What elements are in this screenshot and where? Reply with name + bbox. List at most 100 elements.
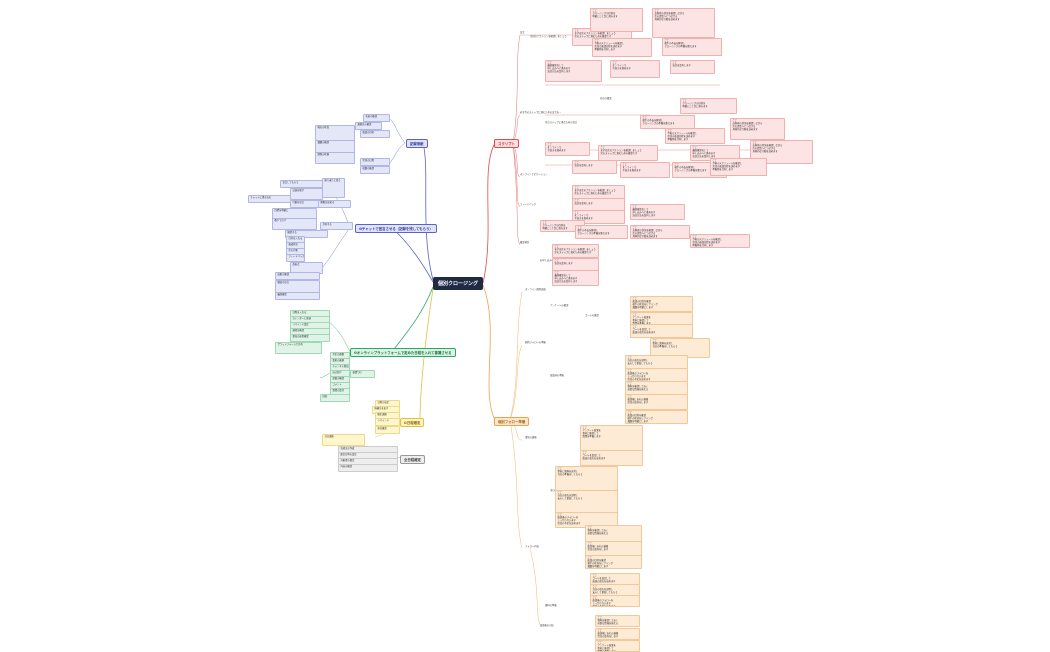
- branch-line-slack: [391, 286, 434, 353]
- slack-item-15: 意識づけ: [350, 370, 375, 378]
- script-note-11: ここ 今後のスケジュールを確認し 次回の面談日程を決めます 準備物を共有します: [665, 128, 725, 144]
- fill-item-3: 面談の目的: [360, 130, 390, 138]
- prep-note-9: ここ 面談の目的を確認 相手の状況をヒアリング 課題を明確にします: [625, 410, 688, 424]
- branch-follow[interactable]: ❹日程確定: [400, 418, 425, 427]
- script-note-9: ここ クロージングの目的を 明確にして次に進みます: [680, 98, 737, 114]
- center-topic[interactable]: 個別クロージング: [433, 277, 483, 290]
- script-note-2: ここ クロージングの目的を 明確にして次に進みます: [590, 8, 643, 32]
- branch-line-script: [482, 142, 496, 284]
- prep-note-7: ここ 資料を確認しておく 必要な情報を揃える: [625, 381, 688, 395]
- script-node-4: オンラインナビゲーション: [520, 173, 548, 176]
- chat-item-18: 最終確認: [275, 292, 320, 300]
- script-node-5: フィードバック: [520, 203, 537, 206]
- script-node-6: 次のステップに進むための宣言: [545, 121, 578, 124]
- prep-note-12: ここ 事前に資料を送付し 当日の準備をしてもらう: [555, 466, 618, 492]
- prep-node-10: 面談後の対応: [540, 624, 554, 627]
- prep-note-5: ここ 当日の流れを説明し 安心して参加してもらう: [625, 355, 688, 369]
- chat-item-6: 期限を決める: [318, 200, 351, 208]
- script-node-8: 確認項目: [520, 241, 530, 244]
- prep-note-23: ここ アンケート結果を 事前に確認して 質問を準備します: [595, 640, 640, 652]
- slack-item-5: 参加の意思確認: [290, 334, 330, 342]
- branch-script[interactable]: スクリプト: [494, 139, 519, 148]
- script-note-18: ここ オンラインで 手続きを進めます: [620, 162, 670, 178]
- prep-node-3: アンケートの確認: [550, 304, 569, 307]
- script-node-3: 必ず次のステップに進むための宣言を...: [520, 111, 562, 114]
- branch-fill[interactable]: 記録用紙: [406, 139, 428, 148]
- prep-node-9: 資料の準備: [545, 604, 557, 607]
- slack-item-14: 回答: [320, 394, 350, 402]
- branch-chat[interactable]: ❷チャットで宣言させる（記録を残してもらう）: [355, 224, 437, 233]
- branch-slack[interactable]: ❸オンラインプラットフォームで定めた日程を入れて意識させる: [350, 348, 456, 357]
- chat-item-10: 確認する: [285, 230, 328, 238]
- script-note-29: ここ まずは次のアクションを確認しましょう 次のステップに進むための確認です: [552, 244, 599, 258]
- script-node-9: お申し込みの案内: [540, 259, 559, 262]
- follow-item-4: リマインド: [375, 418, 400, 426]
- follow-item-5: 前日確認: [375, 426, 400, 434]
- script-note-14: ここ まずは次のアクションを確認しましょう 次のステップに進むための確認です: [598, 145, 658, 161]
- prep-note-22: ここ 面談後にお礼の連絡 次回の案内をします: [595, 628, 640, 640]
- fill-item-4: 現在の状況: [315, 125, 355, 141]
- branch-prep[interactable]: 個別フォロー準備: [494, 417, 530, 426]
- prep-node-8: フォロー内容: [525, 545, 539, 548]
- script-note-20: ここ 今後のスケジュールを確認し 次回の面談日程を決めます 準備物を共有します: [710, 158, 767, 176]
- prep-note-17: ここ 面談の目的を確認 相手の状況をヒアリング 課題を明確にします: [585, 555, 642, 569]
- prep-node-4: ゴールの確認: [585, 314, 599, 317]
- script-note-17: ここ 決済を案内します: [572, 160, 617, 174]
- script-node-1: 宣言: [520, 31, 525, 34]
- prep-note-10: ここ アンケート結果を 事前に確認して 質問を準備します: [580, 425, 643, 453]
- prep-note-8: ここ 面談後にお礼の連絡 次回の案内をします: [625, 394, 688, 410]
- slack-item-6: プラットフォームで共有: [275, 342, 322, 354]
- prep-note-6: ここ 面談後のフォローを しっかり行います 次回の予定を決めます: [625, 368, 688, 382]
- script-note-12: ここ お客様の状況を確認しながら 次の提案へとつなげる 具体的な行動を決めます: [730, 118, 785, 140]
- script-note-4: ここ 今後のスケジュールを確認し 次回の面談日程を決めます 準備物を共有します: [592, 38, 652, 57]
- chat-item-2: チャットに書き込む: [248, 195, 293, 203]
- chat-item-4: 振り返りに使う: [322, 178, 345, 198]
- fill-item-1: 名前の確認: [363, 114, 390, 122]
- chat-item-1: 宣言してもらう: [280, 180, 323, 188]
- script-note-10: ここ 相手の不安を解消し クロージングの準備を整えます: [640, 115, 695, 129]
- script-note-8: ここ 決済を案内します: [670, 60, 715, 74]
- branch-fill-small[interactable]: 全日程確定: [400, 455, 425, 464]
- prep-note-3: ここ ゴールを設定して 面談の流れを決めます: [630, 324, 693, 338]
- prep-note-2: ここ アンケート結果を 事前に確認して 質問を準備します: [630, 312, 693, 326]
- script-node-2: 次回のアクションを確認しましょう: [530, 35, 567, 38]
- script-note-23: ここ オンラインで 手続きを進めます: [572, 210, 625, 224]
- script-note-7: ここ オンラインで 手続きを進めます: [610, 60, 660, 78]
- prep-note-21: ここ 資料を確認しておく 必要な情報を揃える: [595, 615, 640, 627]
- prep-note-20: ここ 面談後のフォローを しっかり行います 次回の予定を決めます: [590, 595, 640, 607]
- script-note-6: ここ 最終確認をして 申し込みへと進めます 決済方法を案内します: [545, 60, 602, 82]
- follow-item-6: 当日連絡: [322, 434, 365, 446]
- fill-item-8: 宿題の確認: [360, 166, 390, 174]
- fill-item-2: 連絡先の確認: [355, 122, 382, 130]
- prep-node-6: 事前の連絡: [525, 436, 537, 439]
- prep-note-16: ここ 面談後にお礼の連絡 次回の案内をします: [585, 541, 642, 557]
- prep-node-2: 個別フォローの準備: [525, 341, 546, 344]
- script-note-27: ここ お客様の状況を確認しながら 次の提案へとつなげる 具体的な行動を決めます: [630, 225, 690, 239]
- kokumei-item-4: 内容の確認: [338, 464, 398, 472]
- script-note-21: ここ まずは次のアクションを確認しましょう 次のステップに進むための確認です: [572, 185, 625, 199]
- fill-item-7: 次回の日程: [360, 158, 390, 166]
- script-note-28: ここ 今後のスケジュールを確認し 次回の面談日程を決めます 準備物を共有します: [690, 234, 750, 248]
- branch-line-prep: [482, 284, 496, 421]
- script-note-13: ここ オンラインで 手続きを進めます: [545, 142, 590, 156]
- prep-note-1: ここ 面談の目的を確認 相手の状況をヒアリング 課題を明確にします: [630, 296, 693, 312]
- chat-item-9: 共有する: [320, 222, 353, 230]
- branch-line-fill: [422, 142, 434, 281]
- chat-item-14: フィードバック: [286, 254, 305, 262]
- script-note-24: ここ 最終確認をして 申し込みへと進めます 決済方法を案内します: [630, 204, 685, 220]
- prep-note-13: ここ 当日の流れを説明し 安心して参加してもらう: [555, 490, 618, 514]
- script-note-26: ここ 相手の不安を解消し クロージングの準備を整えます: [575, 225, 628, 239]
- branch-line-follow: [419, 288, 434, 423]
- chat-item-16: 成果の確認: [275, 272, 320, 280]
- prep-node-5: 面談前の準備: [550, 374, 564, 377]
- prep-note-11: ここ ゴールを設定して 面談の流れを決めます: [580, 450, 643, 466]
- script-note-31: ここ 最終確認をして 申し込みへと進めます 決済方法を案内します: [552, 270, 599, 286]
- chat-item-8: 数字で示す: [272, 218, 317, 230]
- script-node-7: 対応の確認: [600, 97, 612, 100]
- script-note-5: ここ 相手の不安を解消し クロージングの準備を整えます: [662, 38, 722, 56]
- prep-node-1: オンライン個別面談: [525, 288, 546, 291]
- fill-item-6: 理想の状態: [315, 152, 355, 164]
- chat-item-3: 記録を残す: [290, 188, 323, 200]
